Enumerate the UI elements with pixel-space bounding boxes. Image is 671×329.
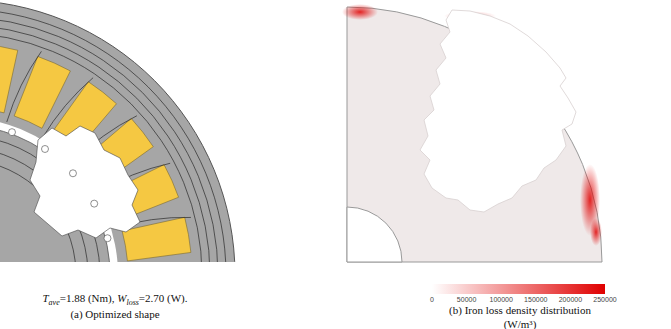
caption-text: ave xyxy=(49,298,60,307)
caption-text: (b) Iron loss density distribution xyxy=(449,304,591,316)
caption: (W/m³) xyxy=(420,318,620,329)
tick-label: 50000 xyxy=(457,296,476,304)
caption-text: W xyxy=(117,292,126,304)
loss-map xyxy=(342,4,602,262)
caption-text: =1.88 (Nm), xyxy=(60,292,118,304)
coil-slots xyxy=(0,44,191,261)
tick-label: 200000 xyxy=(559,296,582,304)
caption: (b) Iron loss density distribution xyxy=(420,304,620,317)
flux-lines xyxy=(0,9,226,262)
motor-section xyxy=(0,0,235,262)
tick-label: 150000 xyxy=(524,296,547,304)
flux-line xyxy=(0,33,202,262)
caption-text: (W/m³) xyxy=(504,318,537,329)
flux-line xyxy=(7,51,42,122)
coil-slot xyxy=(0,44,18,113)
rotor-notch xyxy=(41,145,48,152)
rotor-notch xyxy=(8,129,15,136)
caption: (a) Optimized shape xyxy=(0,308,230,321)
shaft-hole xyxy=(347,207,402,262)
rotor-notches xyxy=(0,120,111,241)
flux-line xyxy=(0,25,210,262)
color-bar xyxy=(432,284,605,294)
air-cavity xyxy=(420,10,576,212)
caption-text: T xyxy=(42,292,48,304)
coil-slot xyxy=(14,56,70,128)
tick-label: 0 xyxy=(430,296,434,304)
caption-text: =2.70 (W). xyxy=(139,292,188,304)
caption: Tave=1.88 (Nm), Wloss=2.70 (W). xyxy=(0,292,230,309)
loss-region xyxy=(347,7,602,262)
flux-line xyxy=(0,9,226,262)
rotor-notch xyxy=(91,200,98,207)
tick-label: 250000 xyxy=(593,296,616,304)
hot-spot xyxy=(590,218,602,246)
stator-core xyxy=(0,0,235,262)
caption-text: loss xyxy=(126,298,138,307)
caption-text: (a) Optimized shape xyxy=(70,308,159,320)
tick-label: 100000 xyxy=(490,296,513,304)
rotor-notch xyxy=(69,170,76,177)
hot-spot xyxy=(342,4,378,20)
flux-line xyxy=(0,17,218,262)
rotor-notch xyxy=(104,235,111,242)
rotor-cavity xyxy=(30,126,140,238)
